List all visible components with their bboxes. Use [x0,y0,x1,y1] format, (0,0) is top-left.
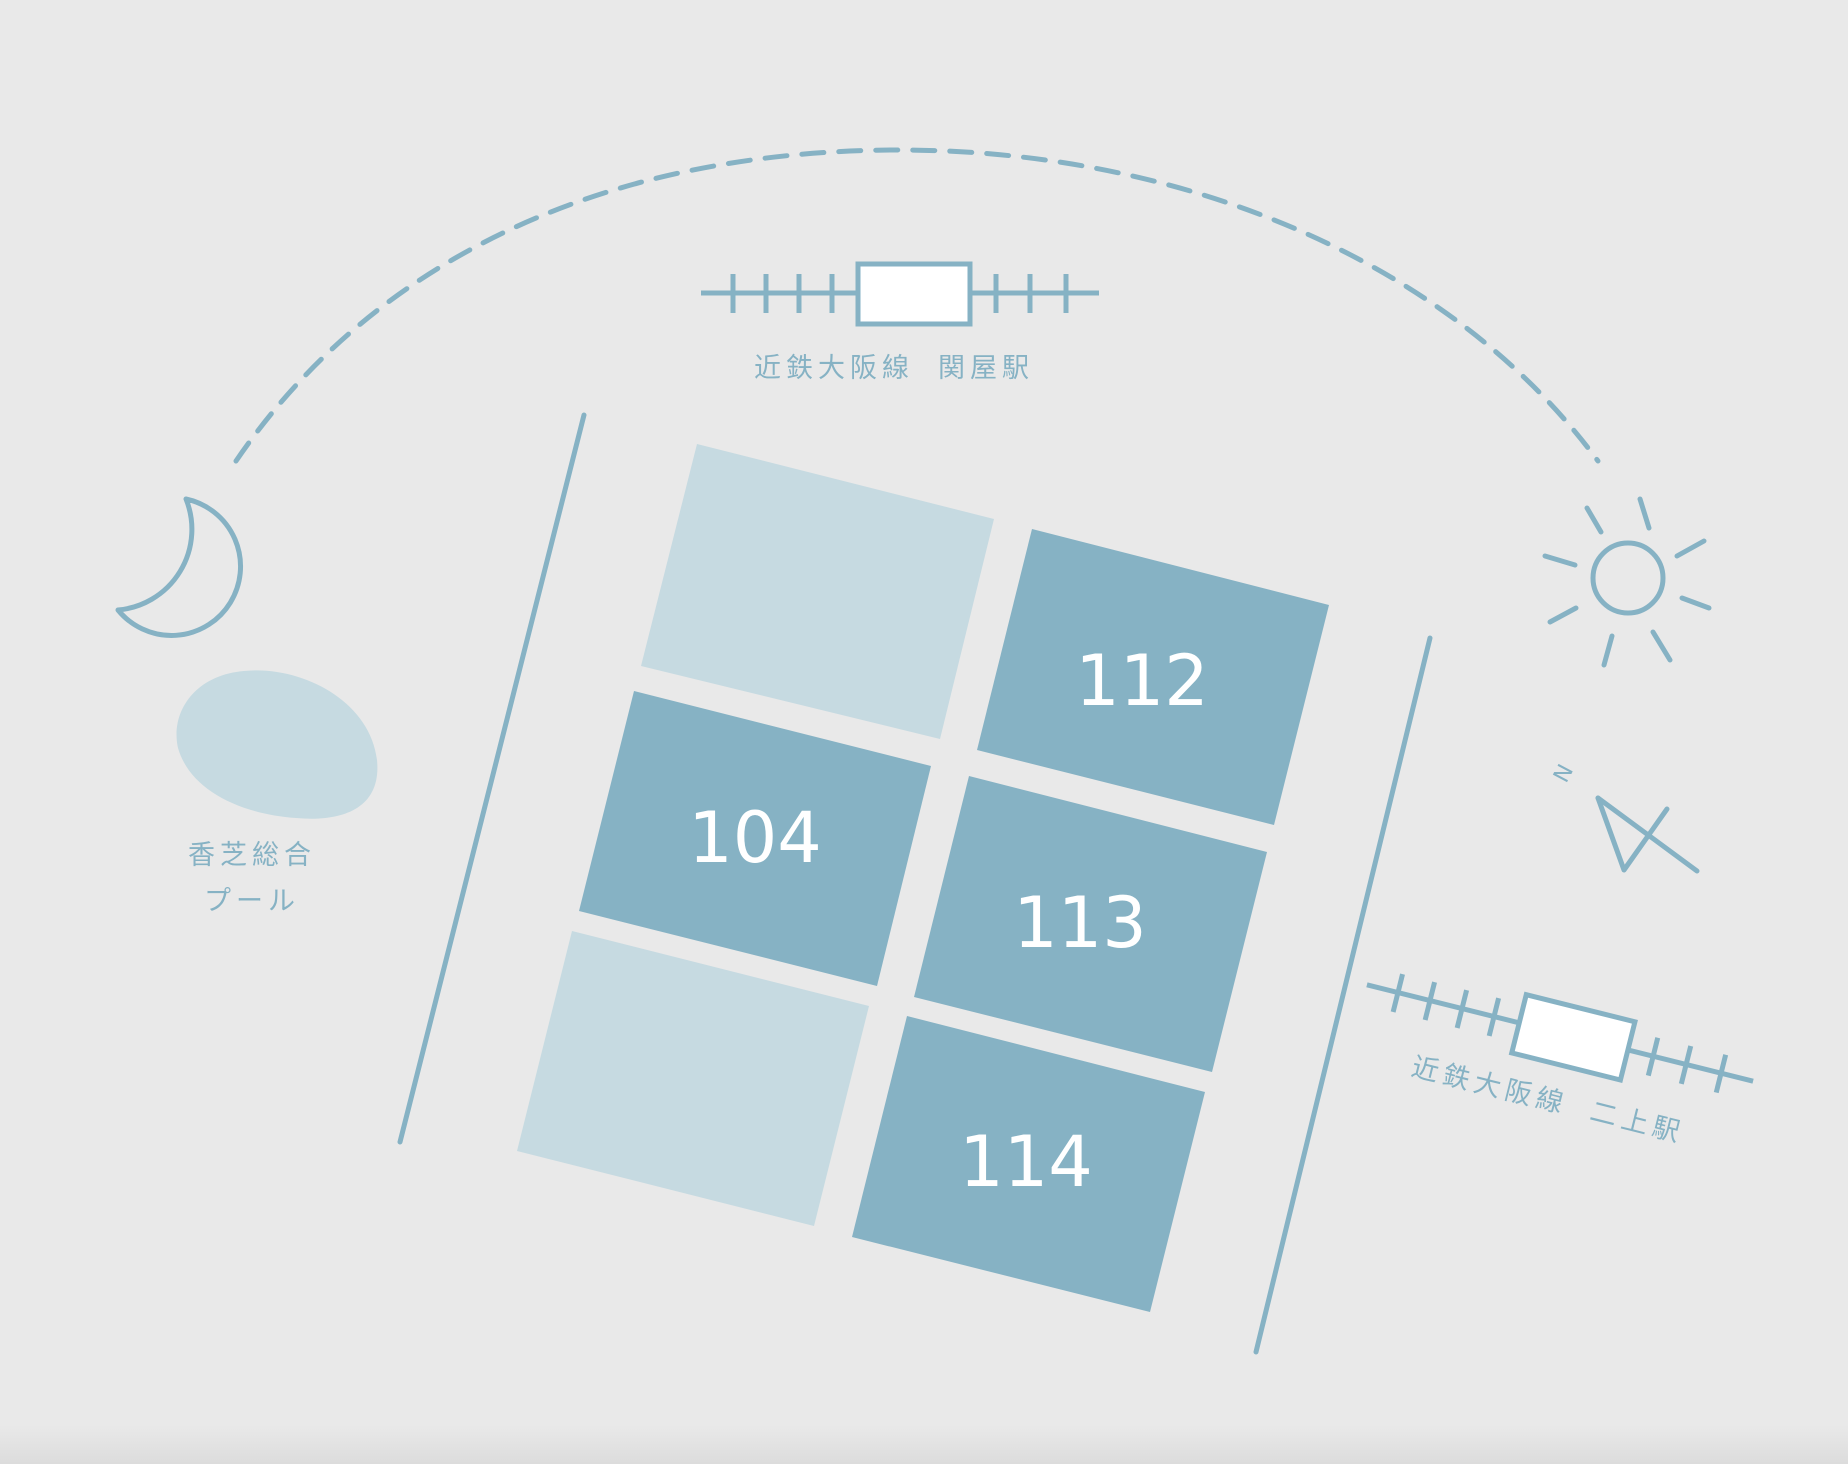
lot-block-113[interactable]: 113 [914,776,1267,1072]
station-name: 二上駅 [1587,1096,1688,1149]
station-icon [1366,973,1754,1094]
station-name: 関屋駅 [938,353,1034,384]
road-right [1253,635,1433,1355]
north-arrow-icon: N [1549,761,1700,874]
lot-number: 113 [1013,882,1147,964]
lot-number: 104 [688,797,822,879]
lot-number: 112 [1075,640,1209,722]
sun-path-arc [233,147,1601,464]
lot-block-112[interactable]: 112 [977,529,1329,825]
pool-label-2: プール [204,886,300,917]
sun-icon [1542,496,1712,668]
road-left [397,412,587,1145]
station-icon [701,261,1099,327]
lot-block[interactable] [641,444,994,739]
lot-block-114[interactable]: 114 [852,1016,1205,1312]
moon-icon [115,496,244,638]
pool-label: 香芝総合 [188,840,316,871]
lot-block[interactable] [517,931,869,1226]
pool-shape [176,670,378,819]
station-label-top: 近鉄大阪線関屋駅 [754,353,1034,384]
station-line-name: 近鉄大阪線 [754,353,914,384]
north-letter: N [1549,761,1579,787]
lot-block-104[interactable]: 104 [579,691,931,986]
lot-number: 114 [959,1121,1093,1203]
station-label-right: 近鉄大阪線二上駅 [1408,1052,1687,1150]
